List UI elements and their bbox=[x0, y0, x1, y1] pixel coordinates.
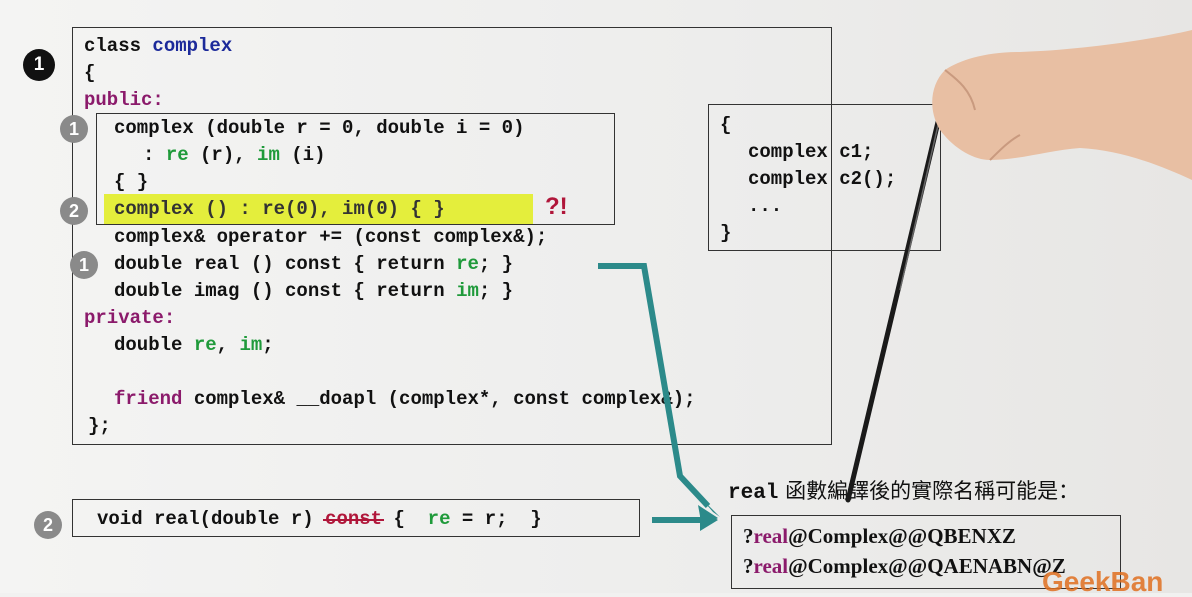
arrow-head-top bbox=[700, 497, 720, 517]
badge-constructor-1: 1 bbox=[60, 115, 88, 143]
code-line-ctor2: complex () : re(0), im(0) { } bbox=[114, 198, 445, 220]
code-line-end: }; bbox=[88, 415, 111, 437]
code-line-ctor1: complex (double r = 0, double i = 0) bbox=[114, 117, 525, 139]
pointer-stick bbox=[845, 77, 951, 503]
arrow-head-2 bbox=[700, 509, 718, 531]
code-line-ctor1-init: : re (r), im (i) bbox=[143, 144, 326, 166]
constructor-highlight bbox=[104, 194, 533, 224]
code-line-void-real: void real(double r) const { re = r; } bbox=[97, 508, 542, 530]
mangled-name-2: ?real@Complex@@QAENABN@Z bbox=[743, 554, 1066, 578]
code-line-open-brace: { bbox=[84, 62, 96, 84]
code-line-public: public: bbox=[84, 89, 164, 111]
constructor-group-box bbox=[96, 113, 615, 225]
code-line-fields: double re, im; bbox=[114, 334, 274, 356]
usage-example-box bbox=[708, 104, 941, 251]
mangled-names-box bbox=[731, 515, 1121, 589]
usage-close-brace: } bbox=[720, 222, 732, 244]
code-line-imag: double imag () const { return im; } bbox=[114, 280, 514, 302]
usage-open-brace: { bbox=[720, 114, 732, 136]
code-line-class: class complex bbox=[84, 35, 233, 57]
usage-line-c2: complex c2(); bbox=[748, 168, 897, 190]
badge-void-real: 2 bbox=[34, 511, 62, 539]
badge-constructor-2: 2 bbox=[60, 197, 88, 225]
usage-line-ellipsis: ... bbox=[748, 195, 783, 217]
strikethrough-const: const bbox=[325, 508, 383, 530]
badge-main: 1 bbox=[23, 49, 55, 81]
hand-shape bbox=[932, 30, 1192, 180]
arrow-from-real-to-mangled bbox=[598, 263, 711, 509]
mangled-name-1: ?real@Complex@@QBENXZ bbox=[743, 524, 1016, 548]
watermark-logo: GeekBan bbox=[1042, 566, 1164, 597]
class-definition-box bbox=[72, 27, 832, 445]
code-line-private: private: bbox=[84, 307, 176, 329]
usage-line-c1: complex c1; bbox=[748, 141, 874, 163]
void-real-box bbox=[72, 499, 640, 537]
question-exclaim-mark: ?! bbox=[545, 193, 568, 220]
badge-real-func: 1 bbox=[70, 251, 98, 279]
code-line-ctor1-body: { } bbox=[114, 171, 149, 193]
mangled-name-caption: real 函數編譯後的實際名稱可能是： bbox=[728, 479, 1080, 505]
code-line-operator: complex& operator += (const complex&); bbox=[114, 226, 548, 248]
code-line-real: double real () const { return re; } bbox=[114, 253, 514, 275]
